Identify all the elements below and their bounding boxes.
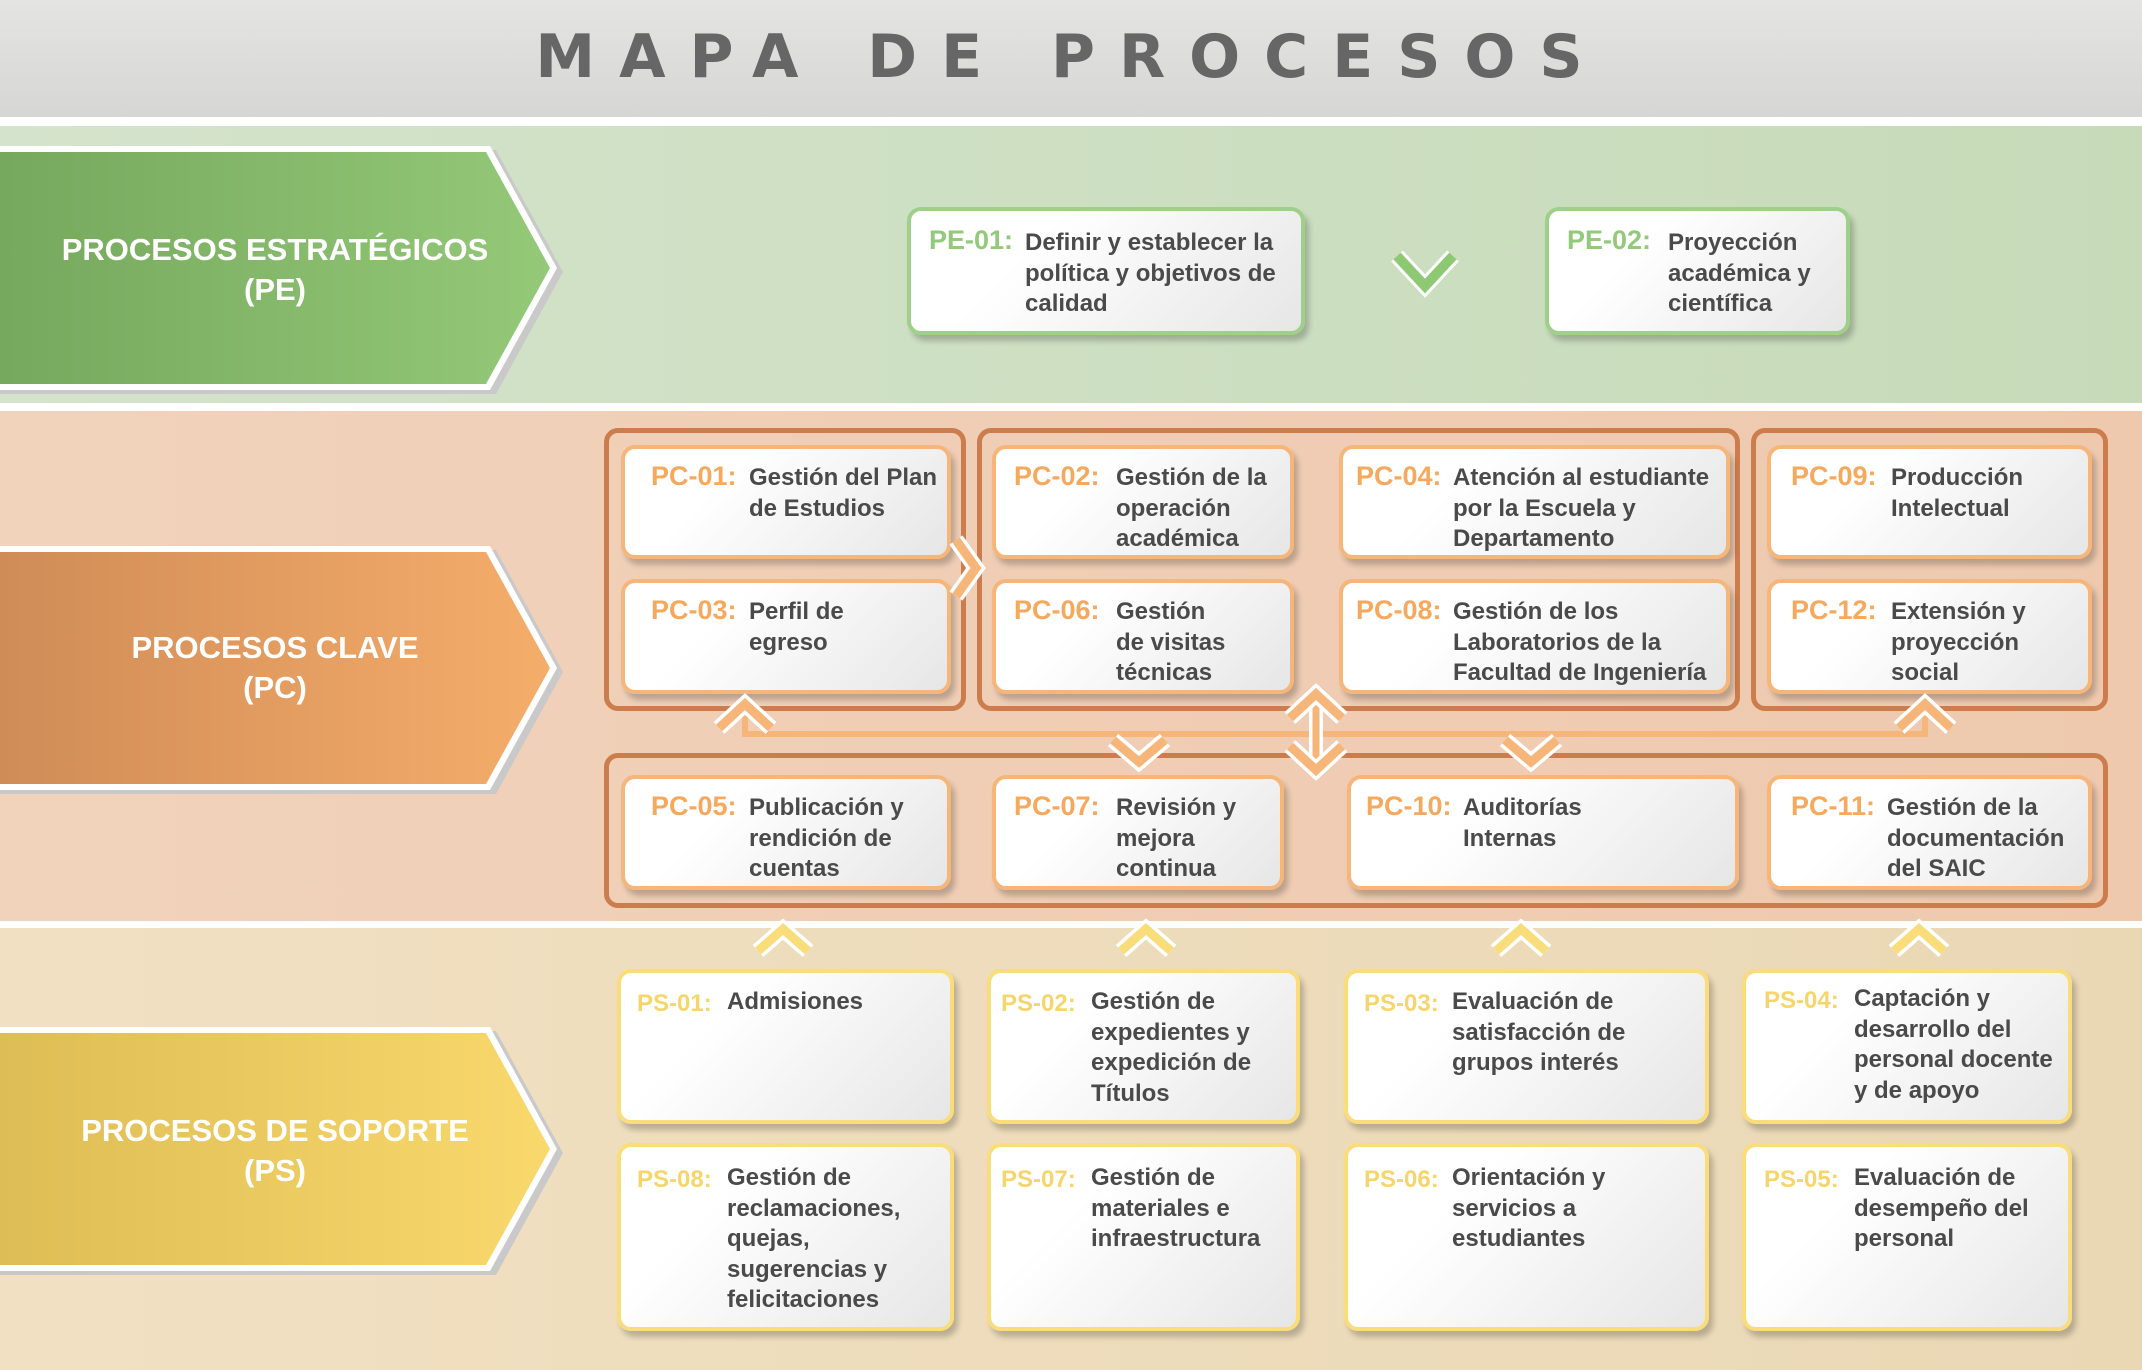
double-arrow-vertical-icon <box>1284 683 1348 781</box>
page-title: MAPA DE PROCESOS <box>535 22 1607 92</box>
chevron-up-icon <box>752 918 814 958</box>
process-pc-12: PC-12: Extensión y proyección social <box>1767 579 2092 694</box>
process-pc-09: PC-09: Producción Intelectual <box>1767 445 2092 559</box>
process-pc-05: PC-05: Publicación y rendición de cuenta… <box>621 775 951 890</box>
process-ps-03: PS-03: Evaluación de satisfacción de gru… <box>1344 969 1709 1124</box>
chevron-up-icon <box>1115 918 1177 958</box>
process-code: PC-10: <box>1366 791 1452 821</box>
process-pc-02: PC-02: Gestión de la operación académica <box>992 445 1294 559</box>
process-code: PS-05: <box>1764 1166 1839 1193</box>
process-name: Revisión y mejora continua <box>1116 794 1237 882</box>
connector-line <box>742 712 1928 737</box>
process-ps-07: PS-07: Gestión de materiales e infraestr… <box>987 1143 1300 1331</box>
process-code: PS-03: <box>1364 990 1439 1017</box>
process-name: Gestión del Plan de Estudios <box>749 464 938 522</box>
chevron-shape-ps <box>0 1027 563 1275</box>
process-code: PS-07: <box>1001 1166 1076 1193</box>
process-ps-01: PS-01: Admisiones <box>617 969 954 1124</box>
chevron-up-icon <box>1893 693 1957 734</box>
process-code: PC-02: <box>1014 461 1100 491</box>
process-ps-02: PS-02: Gestión de expedientes y expedici… <box>987 969 1300 1124</box>
process-pc-03: PC-03: Perfil de egreso <box>621 579 951 694</box>
process-name: Gestión de los Laboratorios de la Facult… <box>1453 598 1707 686</box>
label-clave: PROCESOS CLAVE (PC) <box>131 630 419 705</box>
process-pc-10: PC-10: Auditorías Internas <box>1347 775 1739 890</box>
process-ps-04: PS-04: Captación y desarrollo del person… <box>1742 969 2072 1124</box>
process-name: Gestión de visitas técnicas <box>1116 598 1226 686</box>
process-pc-01: PC-01: Gestión del Plan de Estudios <box>621 445 951 559</box>
process-ps-08: PS-08: Gestión de reclamaciones, quejas,… <box>617 1143 954 1331</box>
chevron-right-icon <box>949 535 986 601</box>
process-ps-05: PS-05: Evaluación de desempeño del perso… <box>1742 1143 2072 1331</box>
chevron-up-icon <box>1490 918 1552 958</box>
pc-group-bottom <box>604 753 2108 908</box>
process-name: Admisiones <box>727 988 864 1015</box>
process-code: PC-07: <box>1014 791 1100 821</box>
process-code: PS-02: <box>1001 990 1076 1017</box>
process-pe-01: PE-01: Definir y establecer la política … <box>907 207 1305 335</box>
process-name: Auditorías Internas <box>1463 794 1582 852</box>
process-pc-07: PC-07: Revisión y mejora continua <box>992 775 1284 890</box>
process-code: PS-01: <box>637 990 712 1017</box>
process-name: Publicación y rendición de cuentas <box>749 794 904 882</box>
process-name: Extensión y proyección social <box>1891 598 2026 686</box>
process-code: PC-12: <box>1791 595 1877 625</box>
chevron-up-icon <box>1888 918 1950 958</box>
process-code: PC-06: <box>1014 595 1100 625</box>
chevron-shape-pc <box>0 546 563 794</box>
process-code: PS-04: <box>1764 987 1839 1014</box>
chevron-down-icon <box>1107 733 1171 773</box>
process-code: PC-05: <box>651 791 737 821</box>
chevron-down-icon <box>1391 250 1459 298</box>
chevron-shape-pe <box>0 146 563 394</box>
process-name: Orientación y servicios a estudiantes <box>1452 1164 1606 1252</box>
chevron-soporte: PROCESOS DE SOPORTE (PS) <box>0 1025 570 1279</box>
process-name: Definir y establecer la política y objet… <box>1025 229 1276 317</box>
process-code: PS-08: <box>637 1166 712 1193</box>
process-code: PC-01: <box>651 461 737 491</box>
process-code: PS-06: <box>1364 1166 1439 1193</box>
chevron-up-icon <box>713 693 777 734</box>
process-code: PE-02: <box>1567 225 1652 255</box>
process-name: Perfil de egreso <box>749 598 844 656</box>
process-name: Gestión de materiales e infraestructura <box>1091 1164 1261 1252</box>
process-name: Captación y desarrollo del personal doce… <box>1854 985 2053 1104</box>
label-estrategicos: PROCESOS ESTRATÉGICOS (PE) <box>61 232 489 307</box>
process-name: Evaluación de satisfacción de grupos int… <box>1452 988 1626 1076</box>
process-name: Evaluación de desempeño del personal <box>1854 1164 2029 1252</box>
process-name: Proyección académica y científica <box>1668 229 1811 317</box>
process-code: PC-03: <box>651 595 737 625</box>
process-name: Gestión de reclamaciones, quejas, sugere… <box>727 1164 901 1313</box>
process-pc-06: PC-06: Gestión de visitas técnicas <box>992 579 1294 694</box>
process-name: Gestión de la operación académica <box>1116 464 1267 552</box>
header-bar: MAPA DE PROCESOS <box>0 0 2142 117</box>
process-ps-06: PS-06: Orientación y servicios a estudia… <box>1344 1143 1709 1331</box>
process-code: PE-01: <box>929 225 1014 255</box>
chevron-clave: PROCESOS CLAVE (PC) <box>0 544 570 798</box>
process-name: Producción Intelectual <box>1891 464 2024 522</box>
process-pc-11: PC-11: Gestión de la documentación del S… <box>1767 775 2092 890</box>
process-pc-04: PC-04: Atención al estudiante por la Esc… <box>1339 445 1730 559</box>
process-code: PC-04: <box>1356 461 1442 491</box>
process-pc-08: PC-08: Gestión de los Laboratorios de la… <box>1339 579 1730 694</box>
chevron-estrategicos: PROCESOS ESTRATÉGICOS (PE) <box>0 144 570 398</box>
chevron-down-icon <box>1499 733 1563 773</box>
process-name: Gestión de expedientes y expedición de T… <box>1091 988 1252 1107</box>
label-soporte: PROCESOS DE SOPORTE (PS) <box>81 1113 469 1188</box>
process-code: PC-11: <box>1791 791 1876 821</box>
process-name: Atención al estudiante por la Escuela y … <box>1453 464 1710 552</box>
process-code: PC-08: <box>1356 595 1442 625</box>
pc-group-left <box>604 428 966 711</box>
process-code: PC-09: <box>1791 461 1877 491</box>
process-name: Gestión de la documentación del SAIC <box>1887 794 2065 882</box>
process-pe-02: PE-02: Proyección académica y científica <box>1545 207 1850 335</box>
